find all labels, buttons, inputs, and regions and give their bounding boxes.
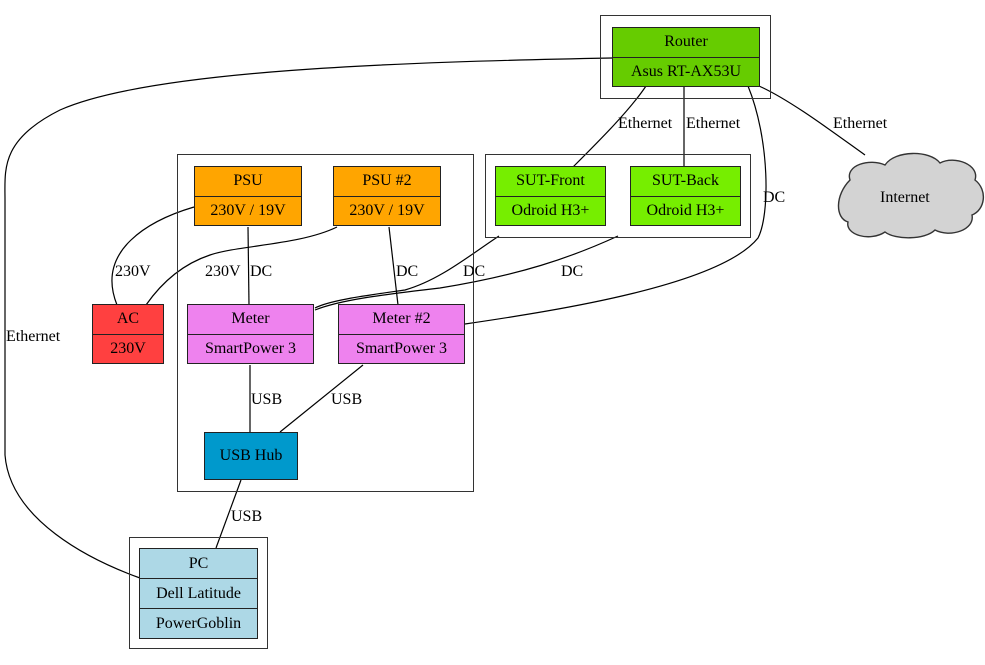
edge-label-router-pc: Ethernet	[6, 328, 61, 345]
sut-front-node[interactable]: SUT-Front Odroid H3+	[495, 166, 606, 226]
edge-label-sut-back-meter: DC	[561, 263, 584, 280]
psu-title: PSU	[233, 172, 263, 190]
edge-psu-ac	[111, 206, 195, 306]
internet-cloud-icon	[837, 152, 984, 239]
ac-title: AC	[116, 310, 140, 328]
meter-model: SmartPower 3	[188, 333, 313, 364]
psu2-title: PSU #2	[362, 172, 412, 190]
meter2-title: Meter #2	[372, 310, 431, 328]
edge-label-meter2-usbhub: USB	[331, 391, 363, 408]
psu2-spec: 230V / 19V	[334, 195, 440, 226]
pc-node[interactable]: PC Dell Latitude PowerGoblin	[139, 548, 258, 639]
psu-spec: 230V / 19V	[195, 195, 301, 226]
ac-spec: 230V	[93, 333, 163, 364]
pc-model: Dell Latitude	[140, 578, 257, 608]
pc-cluster	[129, 537, 268, 649]
sut-front-model: Odroid H3+	[496, 195, 605, 226]
sut-front-title: SUT-Front	[516, 172, 585, 190]
edge-psu2-meter2	[388, 226, 399, 306]
edge-label-psu2-ac: 230V	[205, 263, 241, 280]
router-node[interactable]: Router Asus RT-AX53U	[612, 27, 760, 87]
edge-meter2-usbhub	[279, 364, 364, 433]
edge-label-router-meter2: DC	[763, 189, 786, 206]
edge-label-psu2-meter2: DC	[396, 263, 419, 280]
meter2-node[interactable]: Meter #2 SmartPower 3	[338, 304, 465, 364]
edge-psu2-ac	[145, 226, 338, 306]
ac-node[interactable]: AC 230V	[92, 304, 164, 364]
sut-back-title: SUT-Back	[652, 172, 719, 190]
edge-router-internet	[758, 85, 866, 156]
edge-label-router-internet: Ethernet	[833, 115, 888, 132]
router-title: Router	[664, 33, 708, 51]
edge-label-router-sut-front: Ethernet	[618, 115, 673, 132]
edge-sut-back-meter	[314, 235, 619, 311]
usb-hub-node[interactable]: USB Hub	[204, 432, 298, 480]
pc-title: PC	[188, 554, 209, 572]
meter-node[interactable]: Meter SmartPower 3	[187, 304, 314, 364]
edge-label-psu-ac: 230V	[115, 263, 151, 280]
router-model: Asus RT-AX53U	[613, 56, 759, 87]
pc-software: PowerGoblin	[140, 608, 257, 638]
meter2-model: SmartPower 3	[339, 333, 464, 364]
meter-title: Meter	[231, 310, 270, 328]
edge-label-router-sut-back: Ethernet	[686, 115, 741, 132]
edge-psu-meter	[247, 226, 250, 306]
edge-router-sut-front	[572, 85, 647, 168]
sut-back-model: Odroid H3+	[631, 195, 740, 226]
edge-label-psu-meter: DC	[250, 263, 273, 280]
edge-label-sut-front-meter: DC	[463, 263, 486, 280]
edge-router-meter2	[464, 85, 767, 325]
power-cluster	[177, 154, 474, 492]
psu-node[interactable]: PSU 230V / 19V	[194, 166, 302, 226]
sut-back-node[interactable]: SUT-Back Odroid H3+	[630, 166, 741, 226]
internet-label: Internet	[880, 189, 930, 206]
router-cluster	[600, 15, 771, 99]
edge-label-meter-usbhub: USB	[251, 391, 283, 408]
edge-label-usbhub-pc: USB	[231, 508, 263, 525]
edge-router-pc	[4, 57, 613, 579]
psu2-node[interactable]: PSU #2 230V / 19V	[333, 166, 441, 226]
usb-hub-title: USB Hub	[219, 447, 283, 464]
sut-cluster	[485, 154, 751, 238]
